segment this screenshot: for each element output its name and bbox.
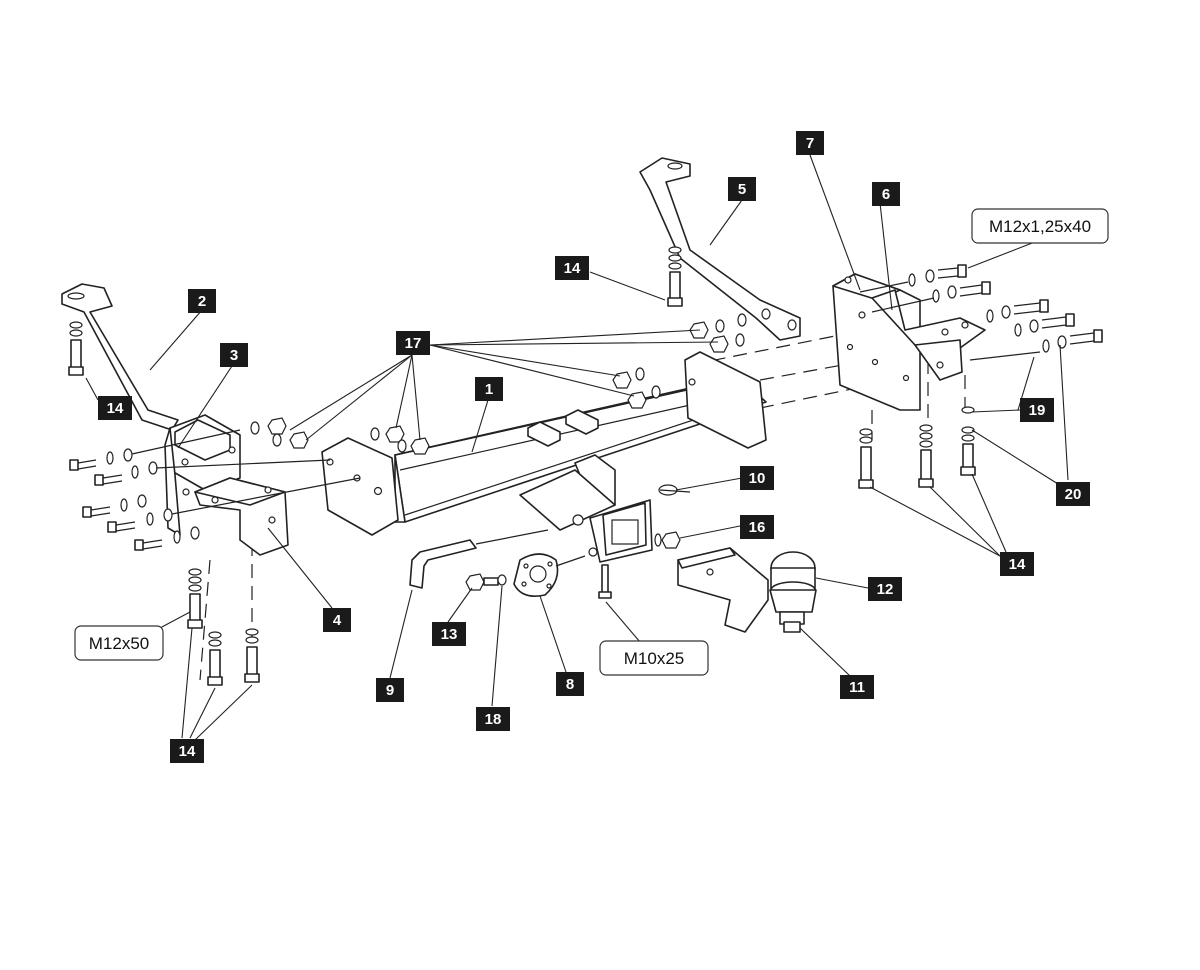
svg-text:14: 14 xyxy=(1009,556,1026,573)
socket-bolt xyxy=(465,573,507,591)
svg-text:16: 16 xyxy=(749,519,766,536)
svg-text:14: 14 xyxy=(179,743,196,760)
spec-label-m12x50: M12x50 xyxy=(74,625,164,661)
receiver-housing xyxy=(519,454,653,563)
callout-6: 6 xyxy=(872,182,900,206)
callout-10: 10 xyxy=(740,466,774,490)
svg-text:3: 3 xyxy=(230,347,238,364)
svg-text:14: 14 xyxy=(107,400,124,417)
callout-16: 16 xyxy=(740,515,774,539)
callout-5: 5 xyxy=(728,177,756,201)
right-horizontal-bolts xyxy=(859,264,1103,361)
svg-text:13: 13 xyxy=(441,626,458,643)
svg-text:6: 6 xyxy=(882,186,890,203)
callout-7: 7 xyxy=(796,131,824,155)
svg-text:20: 20 xyxy=(1065,486,1082,503)
vertical-bolts xyxy=(68,246,976,686)
svg-text:14: 14 xyxy=(564,260,581,277)
right-bracket-6 xyxy=(871,289,986,381)
spec-label-m12x125x40: M12x1,25x40 xyxy=(971,208,1109,244)
callout-4: 4 xyxy=(323,608,351,632)
svg-text:8: 8 xyxy=(566,676,574,693)
left-arm xyxy=(61,283,179,431)
callout-14-bottom-left: 14 xyxy=(170,739,204,763)
receiver-nut xyxy=(654,531,681,549)
callout-14-top-left: 14 xyxy=(98,396,132,420)
svg-text:11: 11 xyxy=(849,679,865,696)
retaining-clip xyxy=(658,484,691,496)
svg-text:1: 1 xyxy=(485,381,493,398)
callout-14-top-right: 14 xyxy=(555,256,589,280)
spec-label-m10x25: M10x25 xyxy=(599,640,709,676)
callout-20: 20 xyxy=(1056,482,1090,506)
callout-9: 9 xyxy=(376,678,404,702)
svg-text:9: 9 xyxy=(386,682,394,699)
svg-text:17: 17 xyxy=(405,335,422,352)
left-horizontal-bolts xyxy=(69,429,361,551)
callout-11: 11 xyxy=(840,675,874,699)
callout-14-bottom-right: 14 xyxy=(1000,552,1034,576)
socket-plate xyxy=(513,553,586,597)
callout-12: 12 xyxy=(868,577,902,601)
svg-text:M10x25: M10x25 xyxy=(624,649,684,668)
svg-text:10: 10 xyxy=(749,470,766,487)
svg-text:5: 5 xyxy=(738,181,746,198)
hitch-pin xyxy=(409,529,549,589)
svg-text:M12x50: M12x50 xyxy=(89,634,149,653)
left-nuts xyxy=(250,417,430,455)
callout-1: 1 xyxy=(475,377,503,401)
callout-17: 17 xyxy=(396,331,430,355)
callout-3: 3 xyxy=(220,343,248,367)
callout-19: 19 xyxy=(1020,398,1054,422)
callout-2: 2 xyxy=(188,289,216,313)
svg-text:18: 18 xyxy=(485,711,502,728)
left-bracket-4 xyxy=(194,477,289,556)
callout-18: 18 xyxy=(476,707,510,731)
callout-8: 8 xyxy=(556,672,584,696)
callout-13: 13 xyxy=(432,622,466,646)
svg-text:19: 19 xyxy=(1029,402,1046,419)
svg-text:M12x1,25x40: M12x1,25x40 xyxy=(989,217,1091,236)
svg-text:4: 4 xyxy=(333,612,342,629)
drawbar-and-ball xyxy=(677,547,817,633)
right-arm xyxy=(639,157,801,341)
svg-text:12: 12 xyxy=(877,581,894,598)
svg-text:2: 2 xyxy=(198,293,206,310)
right-bracket-7 xyxy=(832,273,921,411)
svg-text:7: 7 xyxy=(806,135,814,152)
leader-lines xyxy=(85,154,1069,741)
